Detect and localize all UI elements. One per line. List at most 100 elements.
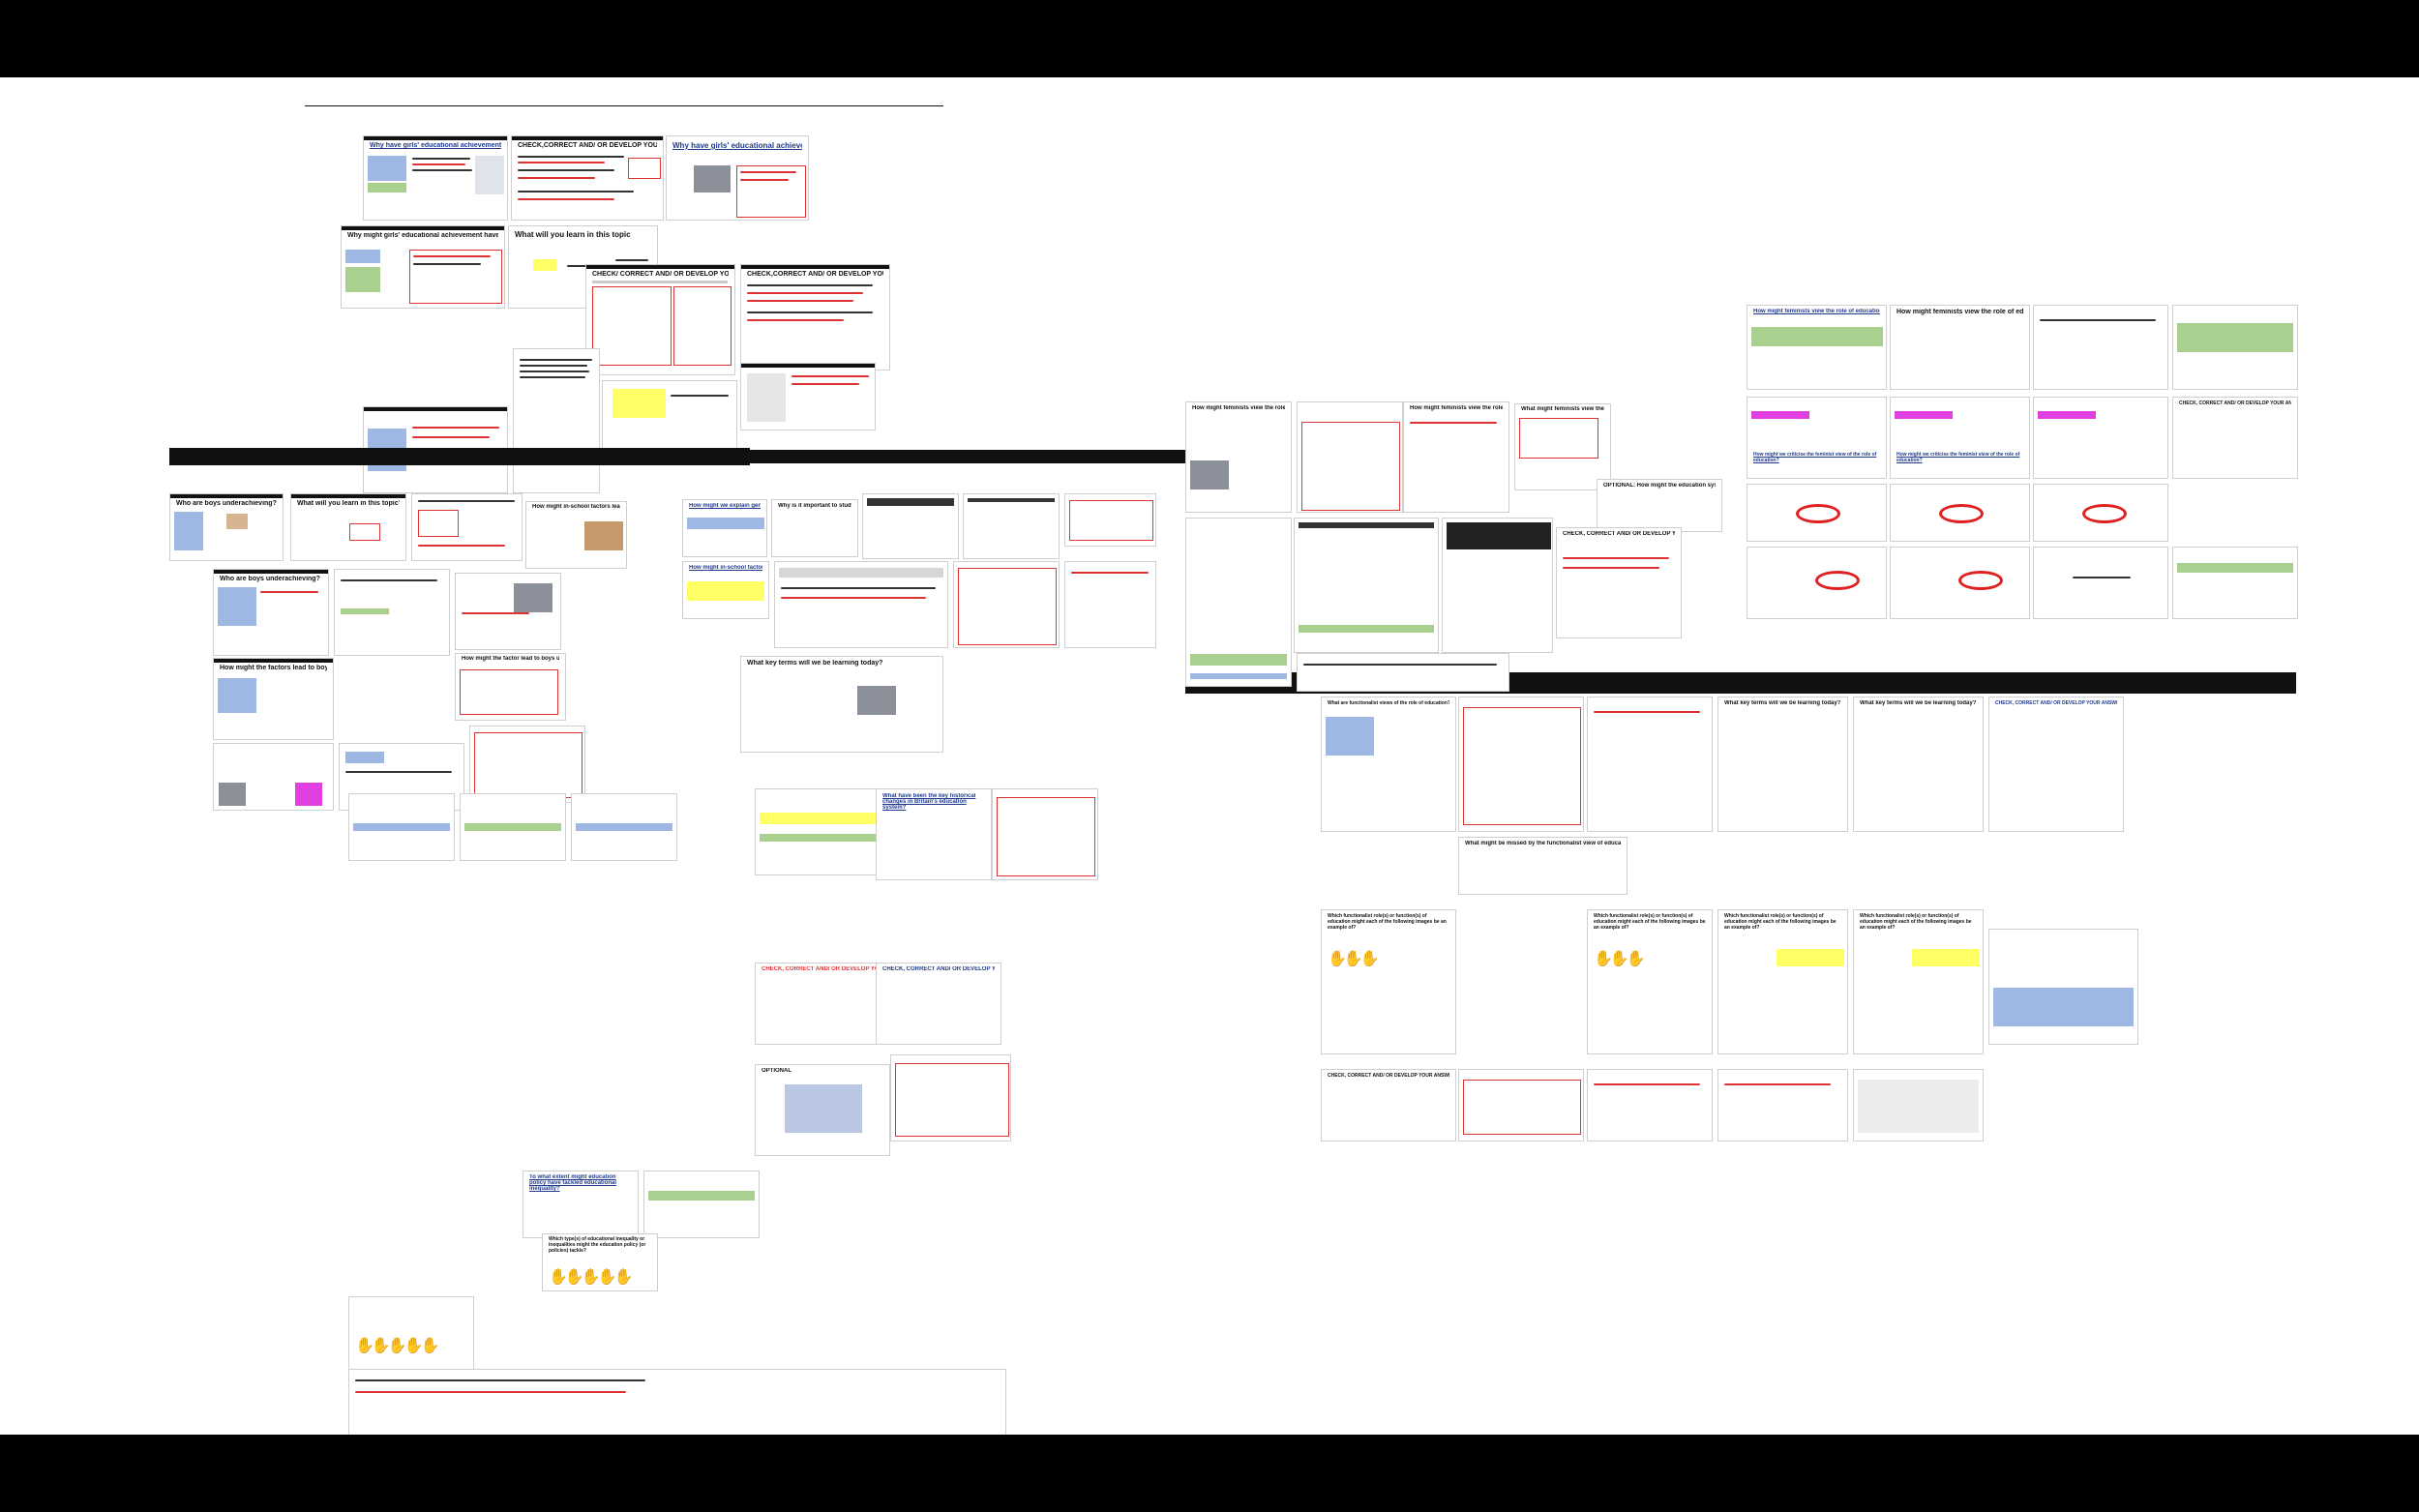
- slide[interactable]: [2033, 484, 2168, 542]
- slide[interactable]: [862, 493, 959, 559]
- slide[interactable]: [1064, 561, 1156, 648]
- slide-title: CHECK,CORRECT AND/ OR DEVELOP YOUR ANSWE…: [747, 271, 883, 278]
- slide-title: What have been the key historical change…: [882, 793, 976, 811]
- slide-title: What key terms will we be learning today…: [1724, 700, 1841, 706]
- slide[interactable]: [348, 793, 455, 861]
- slide[interactable]: [1294, 518, 1439, 653]
- slide[interactable]: [334, 569, 450, 656]
- slide[interactable]: [1458, 1069, 1584, 1141]
- slide[interactable]: How might the factor lead to boys undera…: [455, 653, 566, 721]
- slide[interactable]: [890, 1054, 1011, 1141]
- slide-title: How might feminists view the role of edu…: [1753, 309, 1880, 314]
- slide[interactable]: [1185, 518, 1292, 687]
- divider-bar: [658, 450, 1185, 463]
- slide[interactable]: Who are boys underachieving?: [213, 569, 329, 656]
- slide[interactable]: How might feminists view the role of edu…: [1185, 401, 1292, 513]
- slide[interactable]: How might feminists view the role of edu…: [1890, 305, 2030, 390]
- slide[interactable]: [348, 1369, 1006, 1435]
- slide[interactable]: OPTIONAL: [755, 1064, 890, 1156]
- slide[interactable]: [1890, 547, 2030, 619]
- whiteboard-canvas[interactable]: Why have girls' educational achievement …: [0, 77, 2419, 1435]
- slide[interactable]: [1747, 484, 1887, 542]
- slide[interactable]: [513, 348, 600, 493]
- slide[interactable]: How might feminists view the role of edu…: [1403, 401, 1509, 513]
- slide[interactable]: CHECK,CORRECT AND/ OR DEVELOP YOUR ANSWE…: [511, 135, 664, 221]
- slide[interactable]: Who are boys underachieving?: [169, 493, 284, 561]
- slide[interactable]: [1458, 697, 1584, 832]
- slide[interactable]: [2033, 547, 2168, 619]
- slide[interactable]: Which functionalist role(s) or function(…: [1717, 909, 1848, 1054]
- slide[interactable]: What are functionalist views of the role…: [1321, 697, 1456, 832]
- slide[interactable]: [469, 726, 585, 803]
- slide[interactable]: CHECK,CORRECT AND/ OR DEVELOP YOUR ANSWE…: [740, 264, 890, 371]
- slide[interactable]: CHECK, CORRECT AND/ OR DEVELOP YOUR ANSW…: [755, 963, 885, 1045]
- slide[interactable]: How might we explain gender differences …: [682, 499, 767, 557]
- slide[interactable]: How might we criticise the feminist view…: [1747, 397, 1887, 479]
- slide[interactable]: How might the factors lead to boys under…: [213, 658, 334, 740]
- slide[interactable]: What key terms will we be learning today…: [1853, 697, 1984, 832]
- slide[interactable]: [213, 743, 334, 811]
- slide[interactable]: CHECK, CORRECT AND/ OR DEVELOP YOUR ANSW…: [1556, 527, 1682, 638]
- slide[interactable]: What key terms will we be learning today…: [740, 656, 943, 753]
- slide[interactable]: [1442, 518, 1553, 653]
- slide[interactable]: [2033, 305, 2168, 390]
- slide[interactable]: [1717, 1069, 1848, 1141]
- slide[interactable]: CHECK, CORRECT AND/ OR DEVELOP YOUR ANSW…: [876, 963, 1001, 1045]
- slide[interactable]: [1853, 1069, 1984, 1141]
- slide[interactable]: How might in-school factors lead to boys…: [525, 501, 627, 569]
- slide[interactable]: [1587, 697, 1713, 832]
- slide[interactable]: [571, 793, 677, 861]
- slide[interactable]: How might feminists view the role of edu…: [1747, 305, 1887, 390]
- slide[interactable]: [755, 788, 885, 875]
- slide-title: How might we criticise the feminist view…: [1753, 452, 1877, 463]
- slide[interactable]: What might be missed by the functionalis…: [1458, 837, 1628, 895]
- slide[interactable]: [963, 493, 1060, 559]
- slide[interactable]: [774, 561, 948, 648]
- slide[interactable]: CHECK, CORRECT AND/ OR DEVELOP YOUR ANSW…: [1321, 1069, 1456, 1141]
- slide[interactable]: [643, 1171, 760, 1238]
- slide[interactable]: Why is it important to study?: [771, 499, 858, 557]
- slide[interactable]: [1747, 547, 1887, 619]
- hands-icon: ✋✋✋: [1328, 951, 1380, 967]
- slide-title: What will you learn in this topic?: [297, 500, 400, 507]
- slide[interactable]: [2172, 547, 2298, 619]
- slide[interactable]: [602, 380, 737, 453]
- slide-title: What key terms will we be learning today…: [1860, 700, 1977, 706]
- slide[interactable]: Which functionalist role(s) or function(…: [1587, 909, 1713, 1054]
- slide[interactable]: [1890, 484, 2030, 542]
- slide[interactable]: Why might girls' educational achievement…: [341, 225, 505, 309]
- slide-title: What might feminists view the role of ed…: [1521, 406, 1604, 412]
- slide[interactable]: [2172, 305, 2298, 390]
- slide[interactable]: [411, 493, 523, 561]
- slide[interactable]: Which type(s) of educational inequality …: [542, 1233, 658, 1291]
- slide[interactable]: What will you learn in this topic?: [290, 493, 406, 561]
- slide[interactable]: [455, 573, 561, 650]
- slide[interactable]: [992, 788, 1098, 880]
- slide[interactable]: [2033, 397, 2168, 479]
- slide[interactable]: [1297, 653, 1509, 692]
- slide[interactable]: [460, 793, 566, 861]
- slide[interactable]: [1297, 401, 1403, 513]
- slide-title: How might in-school factors lead to boys…: [689, 565, 762, 571]
- slide[interactable]: Why have girls' educational achievement …: [666, 135, 809, 221]
- slide[interactable]: OPTIONAL: How might the education system…: [1597, 479, 1722, 532]
- slide-title: How might we criticise the feminist view…: [1896, 452, 2020, 463]
- slide[interactable]: What key terms will we be learning today…: [1717, 697, 1848, 832]
- slide-title: Why have girls' educational achievement …: [672, 141, 802, 150]
- slide[interactable]: To what extent might education policy ha…: [523, 1171, 639, 1238]
- slide[interactable]: [1064, 493, 1156, 547]
- slide[interactable]: What might feminists view the role of ed…: [1514, 403, 1611, 490]
- slide[interactable]: Which functionalist role(s) or function(…: [1853, 909, 1984, 1054]
- slide[interactable]: How might in-school factors lead to boys…: [682, 561, 769, 619]
- slide[interactable]: [740, 363, 876, 430]
- slide[interactable]: CHECK, CORRECT AND/ OR DEVELOP YOUR ANSW…: [2172, 397, 2298, 479]
- slide[interactable]: What have been the key historical change…: [876, 788, 992, 880]
- slide[interactable]: How might we criticise the feminist view…: [1890, 397, 2030, 479]
- slide[interactable]: CHECK/ CORRECT AND/ OR DEVELOP YOUR ANSW…: [585, 264, 735, 375]
- slide[interactable]: CHECK, CORRECT AND/ OR DEVELOP YOUR ANSW…: [1988, 697, 2124, 832]
- slide[interactable]: Which functionalist role(s) or function(…: [1321, 909, 1456, 1054]
- slide[interactable]: [1587, 1069, 1713, 1141]
- slide[interactable]: Why have girls' educational achievement …: [363, 135, 508, 221]
- slide[interactable]: [1988, 929, 2138, 1045]
- slide[interactable]: [953, 561, 1060, 648]
